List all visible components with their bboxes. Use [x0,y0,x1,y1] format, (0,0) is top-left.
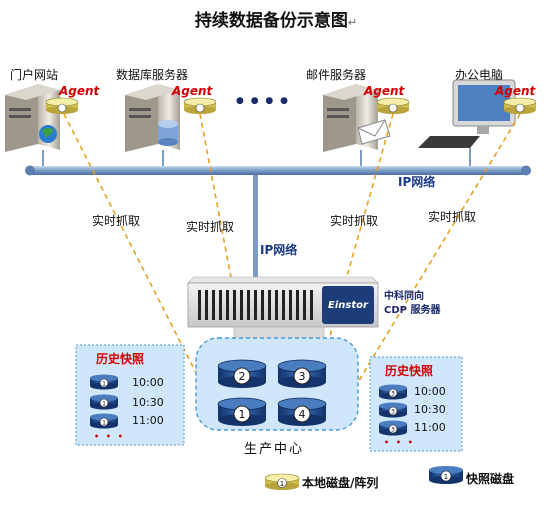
snapshot-number: 1 [102,401,106,408]
title-text: 持续数据备份示意图 [194,11,348,31]
more-servers-dots: ● ● ● ● [236,96,290,106]
history-label-left: 历史快照 [96,352,145,366]
snapshot-number: 3 [391,409,395,416]
history-time-left-3: 11:00 [132,414,164,427]
agent-disk-icons [45,97,537,114]
history-time-right-2: 10:30 [414,403,446,416]
history-time-left-2: 10:30 [132,396,164,409]
disk-number: 3 [299,370,306,383]
disk-number: 4 [299,408,306,421]
capture-label-4: 实时抓取 [428,210,477,224]
portal-label: 门户网站 [10,68,59,82]
cdp-server-label: 中科同向 CDP 服务器 [384,290,440,318]
production-disk-4: 4 [277,397,327,426]
history-label-right: 历史快照 [385,364,434,378]
legend-local-disk-icon: 1 [264,473,300,490]
ip-network-label-2: IP网络 [260,243,298,257]
production-disk-3: 3 [277,359,327,388]
snapshot-number: 1 [102,381,106,388]
history-more-right: • • • [384,438,415,447]
production-disk-2: 2 [217,359,267,388]
legend-local-label: 本地磁盘/阵列 [302,476,379,490]
legend-disk-number: 1 [280,480,284,488]
mail-server-icon [323,84,391,152]
agent-label-mail: Agent [364,84,405,98]
legend-snapshot-disk-icon: 1 [429,466,463,484]
network-drop-lines [42,148,471,168]
envelope-icon [357,119,391,145]
history-time-right-1: 10:00 [414,385,446,398]
capture-label-1: 实时抓取 [92,214,141,228]
production-center-label: 生产中心 [244,442,305,457]
history-right-disks: 3 3 3 [379,384,407,436]
legend-disk-number: 1 [444,473,448,481]
snapshot-number: 1 [102,420,106,427]
agent-label-portal: Agent [59,84,100,98]
database-icon [158,120,178,146]
disk-number: 2 [239,370,246,383]
paragraph-mark: ↵ [347,16,358,29]
ip-network-bar [25,165,531,176]
einstor-logo [322,286,374,324]
portal-server-icon [5,84,60,152]
network-to-server-link [253,175,258,278]
db-server-icon [125,84,180,152]
logo-text: Einstor [328,300,369,311]
keyboard-icon [418,136,480,148]
cdp-server-icon: Einstor [187,276,379,340]
capture-label-3: 实时抓取 [330,214,379,228]
page-title: 持续数据备份示意图↵ [0,6,552,31]
history-time-right-3: 11:00 [414,421,446,434]
legend-snapshot-label: 快照磁盘 [466,472,515,486]
db-server-label: 数据库服务器 [116,68,189,82]
disk-number: 1 [239,408,246,421]
history-panel-left [75,344,185,446]
agent-label-office: Agent [495,84,536,98]
snapshot-number: 3 [391,427,395,434]
cdp-server-name-line2: CDP 服务器 [384,305,441,316]
mail-server-label: 邮件服务器 [306,68,367,82]
history-time-left-1: 10:00 [132,376,164,389]
cdp-server-name-line1: 中科同向 [384,291,424,302]
history-more-left: • • • [94,432,125,441]
ip-network-label: IP网络 [398,175,436,189]
production-disk-1: 1 [217,397,267,426]
agent-label-db: Agent [172,84,213,98]
office-pc-label: 办公电脑 [455,68,504,82]
history-left-disks: 1 1 1 [90,374,118,429]
capture-label-2: 实时抓取 [186,220,235,234]
snapshot-number: 3 [391,391,395,398]
